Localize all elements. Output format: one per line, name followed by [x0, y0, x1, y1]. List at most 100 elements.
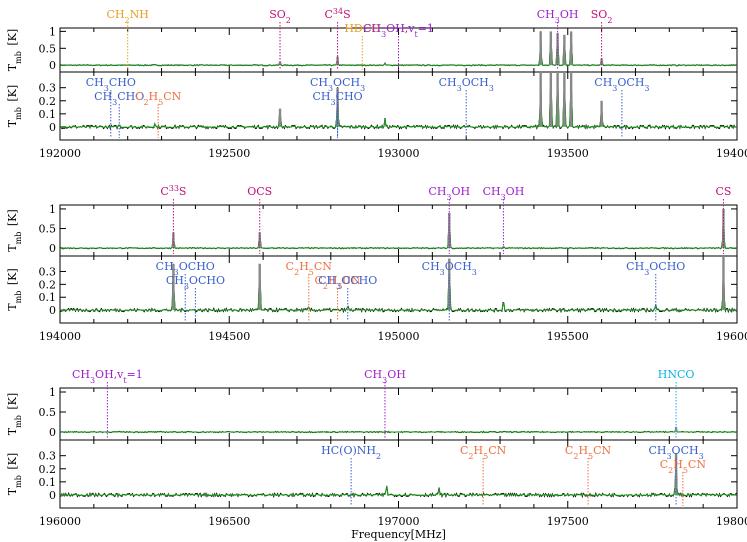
species-label: C34S: [324, 7, 350, 22]
peak-fill: [539, 31, 542, 66]
panel-2-top: 0 0.5 1 C33S OCS CH3OH CH3OH CS Tmb [K]: [6, 184, 738, 257]
species-label: CH3OCHO: [156, 260, 215, 277]
peak-fill: [539, 72, 542, 127]
species-label: CH2NH: [107, 8, 149, 25]
y-axis-label: Tmb [K]: [6, 85, 23, 127]
y-axis-label: Tmb [K]: [6, 268, 23, 310]
y-tick-label: 0.3: [39, 265, 57, 278]
model-spectrum: [59, 33, 738, 66]
species-label: CH3OCH3: [310, 76, 365, 93]
peak-fill: [674, 427, 678, 432]
x-axis-label: Frequency[MHz]: [351, 528, 446, 541]
panel-frame: [59, 439, 738, 509]
species-label: C2H5CN: [286, 260, 333, 277]
y-tick-label: 0.3: [39, 450, 57, 463]
species-label: CH3OH,vt=1: [363, 22, 434, 39]
x-tick-label: 194000: [39, 330, 81, 343]
species-label: CH3OCH3: [594, 76, 649, 93]
y-tick-label: 0: [49, 242, 56, 255]
species-label: HNCO: [658, 368, 695, 381]
x-tick-label: 194500: [208, 330, 250, 343]
x-tick-label: 193500: [547, 147, 589, 160]
peak-fill: [258, 232, 261, 249]
y-tick-label: 0.5: [39, 223, 57, 236]
x-tick-label: 196000: [716, 330, 747, 343]
model-spectrum: [59, 74, 738, 129]
species-label: HC(O)NH2: [321, 444, 381, 461]
peak-fill: [278, 61, 282, 66]
observed-spectrum: [59, 454, 738, 499]
x-tick-label: 192000: [39, 147, 81, 160]
y-tick-label: 0: [49, 489, 56, 502]
peak-fill: [549, 72, 553, 127]
species-label: CH3OH: [483, 185, 525, 202]
species-label: C33S: [160, 184, 186, 199]
species-label: OCS: [247, 185, 272, 198]
peak-fill: [569, 72, 573, 127]
species-label: CH3CHO: [86, 76, 136, 93]
peak-fill: [172, 263, 175, 311]
peak-fill: [722, 208, 725, 249]
peak-fill: [549, 31, 553, 66]
peak-fill: [569, 31, 573, 66]
model-spectrum: [59, 455, 738, 497]
species-label: HDCO: [344, 22, 380, 35]
x-tick-label: 197000: [378, 515, 420, 528]
y-axis-label: Tmb [K]: [6, 29, 23, 71]
species-label: CH3CHO: [312, 90, 362, 107]
species-label: CH3OH: [537, 8, 579, 25]
y-axis-label: Tmb [K]: [6, 453, 23, 495]
y-tick-label: 0.1: [39, 108, 57, 121]
x-tick-label: 193000: [378, 147, 420, 160]
species-label: CH3OCHO: [166, 274, 225, 291]
species-label: C2H5CN: [565, 444, 612, 461]
x-tick-label: 197500: [547, 515, 589, 528]
species-label: SO2: [591, 8, 613, 25]
y-tick-label: 0.5: [39, 42, 57, 55]
y-tick-label: 0: [49, 121, 56, 134]
model-spectrum: [59, 210, 738, 249]
species-label: CH3OCH3: [439, 76, 494, 93]
y-tick-label: 0.2: [39, 95, 57, 108]
x-tick-label: 195000: [378, 330, 420, 343]
panel-3-top: 0 0.5 1 CH3OH,vt=1 CH3OH HNCO Tmb [K]: [6, 368, 738, 441]
peak-fill: [563, 34, 566, 66]
peak-fill: [722, 256, 725, 311]
y-tick-label: 0: [49, 426, 56, 439]
x-tick-label: 198000: [716, 515, 747, 528]
y-tick-label: 1: [49, 203, 56, 216]
peak-fill: [600, 100, 603, 127]
y-tick-label: 0.2: [39, 463, 57, 476]
y-tick-label: 0.2: [39, 278, 57, 291]
y-axis-label: Tmb [K]: [6, 209, 23, 251]
species-label: C2H5CN: [660, 458, 707, 475]
y-tick-label: 0.5: [39, 406, 57, 419]
y-tick-label: 0: [49, 59, 56, 72]
x-tick-label: 194000: [716, 147, 747, 160]
species-label: C2H5CN: [460, 444, 507, 461]
x-tick-label: 192500: [208, 147, 250, 160]
species-label: CH3OH,vt=1: [72, 368, 143, 385]
species-label: CH3OCHO: [626, 260, 685, 277]
species-label: CH3OCH3: [422, 260, 477, 277]
species-label: CS: [715, 185, 731, 198]
observed-spectrum: [59, 208, 738, 250]
species-label: CH3OH: [428, 185, 470, 202]
x-tick-label: 195500: [547, 330, 589, 343]
peak-fill: [556, 72, 559, 127]
y-axis-label: Tmb [K]: [6, 393, 23, 435]
species-label: CH3CHO: [94, 90, 144, 107]
y-tick-label: 0.1: [39, 291, 57, 304]
y-tick-label: 0.1: [39, 476, 57, 489]
peak-fill: [563, 72, 566, 127]
model-spectrum: [59, 427, 738, 433]
y-tick-label: 1: [49, 386, 56, 399]
species-label: C2H5CN: [314, 274, 361, 291]
species-label: CH3OH: [364, 368, 406, 385]
species-label: CH3OCH3: [648, 444, 703, 461]
